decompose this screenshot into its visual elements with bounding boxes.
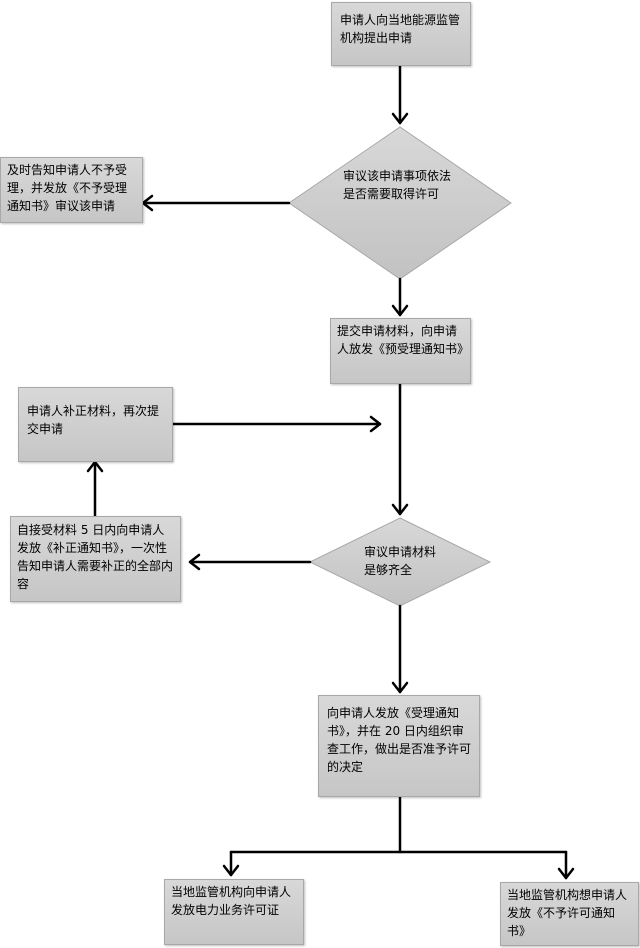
arrowhead-supplement-to-main (369, 415, 382, 433)
node-grant: 当地监管机构向申请人发放电力业务许可证 (164, 879, 304, 945)
arrowhead-review-complete-to-accept (391, 681, 409, 694)
node-apply: 申请人向当地能源监管机构提出申请 (331, 2, 471, 66)
decision-text-need-permit: 审议该申请事项依法是否需要取得许可 (343, 169, 452, 201)
arrowhead-submit-to-review-complete (391, 503, 409, 516)
node-supplement: 申请人补正材料，再次提交申请 (18, 387, 173, 462)
node-deny: 当地监管机构想申请人发放《不予许可通知书》 (500, 882, 639, 946)
node-notify-supplement: 自接受材料 5 日内向申请人发放《补正通知书》，一次性告知申请人需要补正的全部内… (10, 516, 181, 602)
arrowhead-review-complete-to-notify-supplement (188, 553, 201, 571)
decision-text-materials-complete: 审议申请材料是够齐全 (364, 545, 437, 577)
decision-diamond-need-permit (288, 126, 512, 280)
arrowhead-review-to-notify-no-need (141, 194, 154, 212)
node-accept: 向申请人发放《受理通知书》，并在 20 日内组织审查工作，做出是否准予许可的决定 (318, 695, 480, 797)
arrowhead-branch-to-deny (557, 867, 575, 880)
node-submit-materials: 提交申请材料，向申请人放发《预受理通知书》 (330, 318, 471, 384)
arrowhead-branch-to-grant (222, 864, 240, 877)
arrowhead-notify-supplement-to-supplement (86, 460, 104, 473)
arrowhead-review-to-submit (391, 304, 409, 317)
arrowhead-apply-to-review (391, 112, 409, 125)
node-notify-no-need: 及时告知申请人不予受理，并发放《不予受理通知书》审议该申请 (0, 157, 143, 223)
